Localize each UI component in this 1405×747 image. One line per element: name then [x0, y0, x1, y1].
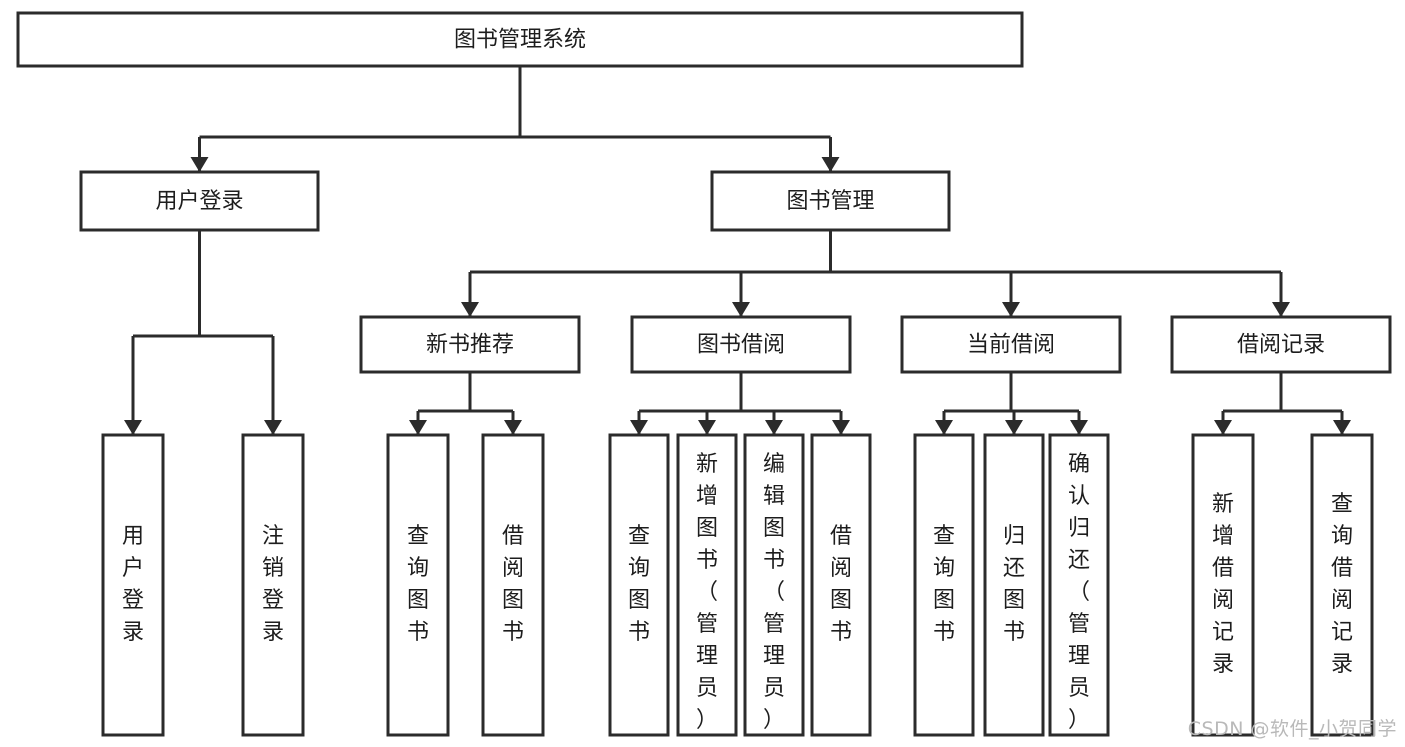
node-label: 当前借阅: [967, 333, 1055, 358]
node-box: [1048, 433, 1110, 737]
node-label: 新增图书（管理员）: [696, 452, 718, 733]
node-label: 注销登录: [262, 524, 284, 645]
node-leaf-新增图书管理员[interactable]: 新增图书（管理员）: [676, 433, 738, 737]
node-l2-用户登录[interactable]: 用户登录: [79, 170, 320, 232]
l3-2-arrow-icon-0: [935, 420, 953, 435]
connectors-layer: [124, 66, 1351, 435]
node-box: [676, 433, 738, 737]
node-box: [241, 433, 305, 737]
node-label: 查询借阅记录: [1331, 492, 1353, 677]
node-leaf-查询图书[interactable]: 查询图书: [386, 433, 450, 737]
node-l2-图书管理[interactable]: 图书管理: [710, 170, 951, 232]
node-box: [79, 170, 320, 232]
node-box: [900, 315, 1122, 374]
node-label: 查询图书: [933, 524, 955, 645]
node-box: [743, 433, 805, 737]
l3-2-arrow-icon-2: [1070, 420, 1088, 435]
node-leaf-新增借阅记录[interactable]: 新增借阅记录: [1191, 433, 1255, 737]
node-leaf-编辑图书管理员[interactable]: 编辑图书（管理员）: [743, 433, 805, 737]
l3-1-arrow-icon-2: [765, 420, 783, 435]
node-label: 图书借阅: [697, 333, 785, 358]
node-label: 图书管理: [786, 189, 874, 214]
node-label: 用户登录: [122, 524, 144, 645]
node-leaf-注销登录[interactable]: 注销登录: [241, 433, 305, 737]
node-label: 新书推荐: [426, 333, 514, 358]
node-box: [608, 433, 670, 737]
node-leaf-查询图书[interactable]: 查询图书: [913, 433, 975, 737]
node-label: 新增借阅记录: [1212, 492, 1234, 677]
root-arrow-icon-0: [190, 157, 209, 172]
node-label: 借阅图书: [502, 524, 524, 645]
node-label: 查询图书: [628, 524, 650, 645]
node-box: [913, 433, 975, 737]
node-label: 查询图书: [407, 524, 429, 645]
user-login-arrow-icon-1: [264, 420, 282, 435]
node-box: [16, 11, 1024, 68]
l3-1-arrow-icon-0: [630, 420, 648, 435]
node-leaf-确认归还管理员[interactable]: 确认归还（管理员）: [1048, 433, 1110, 737]
l3-1-arrow-icon-1: [698, 420, 716, 435]
node-leaf-查询图书[interactable]: 查询图书: [608, 433, 670, 737]
node-leaf-查询借阅记录[interactable]: 查询借阅记录: [1310, 433, 1374, 737]
l3-3-arrow-icon-1: [1333, 420, 1351, 435]
csdn-watermark: CSDN @软件_小贺同学: [1187, 718, 1397, 740]
nodes-layer: 图书管理系统用户登录图书管理新书推荐图书借阅当前借阅借阅记录用户登录注销登录查询…: [16, 11, 1392, 737]
l3-3-arrow-icon-0: [1214, 420, 1232, 435]
node-box: [710, 170, 951, 232]
node-leaf-归还图书[interactable]: 归还图书: [983, 433, 1045, 737]
node-label: 借阅图书: [830, 524, 852, 645]
node-label: 确认归还（管理员）: [1068, 452, 1090, 733]
book-mgmt-arrow-icon-2: [1002, 302, 1020, 317]
node-label: 归还图书: [1003, 524, 1025, 645]
node-box: [386, 433, 450, 737]
node-label: 用户登录: [155, 189, 243, 214]
l3-2-arrow-icon-1: [1005, 420, 1023, 435]
book-mgmt-arrow-icon-1: [732, 302, 750, 317]
node-box: [1310, 433, 1374, 737]
node-l3-图书借阅[interactable]: 图书借阅: [630, 315, 852, 374]
user-login-arrow-icon-0: [124, 420, 142, 435]
node-leaf-借阅图书[interactable]: 借阅图书: [810, 433, 872, 737]
node-l3-新书推荐[interactable]: 新书推荐: [359, 315, 581, 374]
l3-1-arrow-icon-3: [832, 420, 850, 435]
root-arrow-icon-1: [821, 157, 840, 172]
l3-0-arrow-icon-0: [409, 420, 427, 435]
node-box: [1191, 433, 1255, 737]
node-leaf-借阅图书[interactable]: 借阅图书: [481, 433, 545, 737]
node-box: [359, 315, 581, 374]
node-box: [481, 433, 545, 737]
node-box: [983, 433, 1045, 737]
node-label: 图书管理系统: [454, 28, 586, 53]
node-l3-借阅记录[interactable]: 借阅记录: [1170, 315, 1392, 374]
book-mgmt-arrow-icon-0: [461, 302, 479, 317]
node-label: 编辑图书（管理员）: [763, 452, 785, 733]
node-leaf-用户登录[interactable]: 用户登录: [101, 433, 165, 737]
node-box: [1170, 315, 1392, 374]
node-root-图书管理系统[interactable]: 图书管理系统: [16, 11, 1024, 68]
node-box: [101, 433, 165, 737]
node-box: [630, 315, 852, 374]
node-box: [810, 433, 872, 737]
node-label: 借阅记录: [1237, 333, 1325, 358]
node-l3-当前借阅[interactable]: 当前借阅: [900, 315, 1122, 374]
l3-0-arrow-icon-1: [504, 420, 522, 435]
book-mgmt-arrow-icon-3: [1272, 302, 1290, 317]
